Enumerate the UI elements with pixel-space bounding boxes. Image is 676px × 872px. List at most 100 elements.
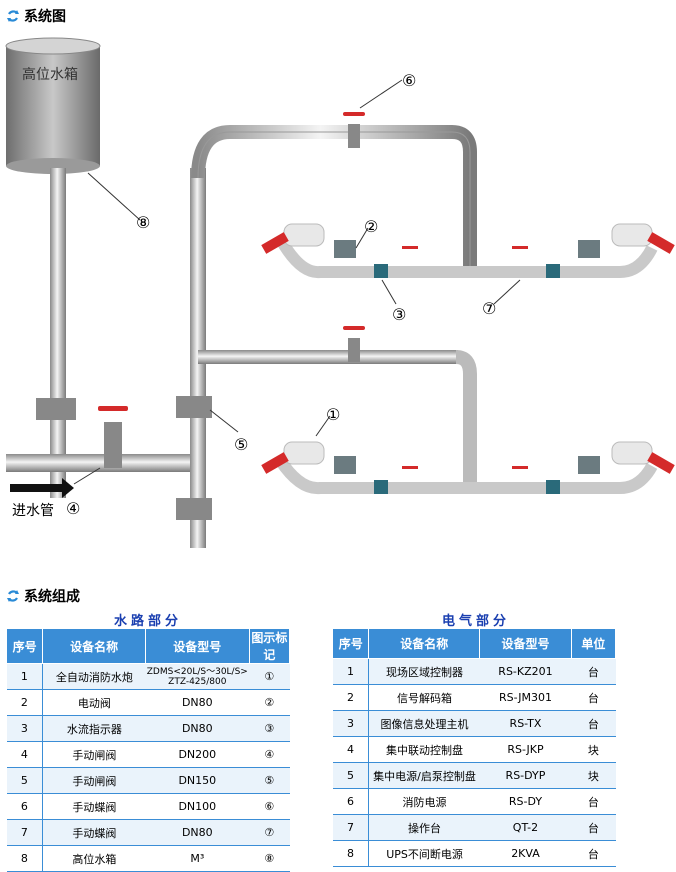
table-cell-idx: 3 <box>332 710 370 737</box>
table-cell-name: 手动闸阀 <box>42 741 146 768</box>
col-header: 序号 <box>331 628 370 659</box>
col-header: 设备型号 <box>144 628 250 664</box>
section-title-system-diagram: 系统图 <box>6 6 66 26</box>
col-header: 设备名称 <box>42 628 146 664</box>
table-cell-model: 2KVA <box>479 840 572 867</box>
table-cell-idx: 6 <box>6 793 44 820</box>
callout-2: ② <box>364 217 378 236</box>
refresh-icon <box>7 10 19 22</box>
table-cell-model: DN80 <box>145 715 250 742</box>
table-cell-idx: 8 <box>332 840 370 867</box>
table-cell-name: 集中电源/启泵控制盘 <box>368 762 480 789</box>
table-cell-mark: ⑤ <box>249 767 290 794</box>
table-cell-name: 图像信息处理主机 <box>368 710 480 737</box>
callout-1: ① <box>326 405 340 424</box>
col-header: 图示标记 <box>248 628 291 664</box>
table-cell-idx: 4 <box>6 741 44 768</box>
table-cell-idx: 3 <box>6 715 44 742</box>
table-cell-unit: 台 <box>571 710 616 737</box>
table-cell-model: DN150 <box>145 767 250 794</box>
lower-branch-pipe <box>275 456 658 495</box>
electric-valve-2 <box>334 240 356 258</box>
section-title-text: 系统图 <box>24 9 66 25</box>
refresh-icon <box>7 590 19 602</box>
callout-4: ④ <box>66 499 80 518</box>
table-cell-idx: 1 <box>332 658 370 685</box>
col-header: 单位 <box>570 628 617 659</box>
fire-cannon-lower-left <box>261 452 289 474</box>
table-cell-mark: ② <box>249 689 290 716</box>
table-cell-name: 全自动消防水炮 <box>42 663 146 690</box>
table-cell-name: 集中联动控制盘 <box>368 736 480 763</box>
table-cell-mark: ③ <box>249 715 290 742</box>
table-cell-model: RS-DYP <box>479 762 572 789</box>
tank-label: 高位水箱 <box>22 67 78 83</box>
table-cell-unit: 台 <box>571 658 616 685</box>
gate-valve-5 <box>176 396 212 418</box>
callout-6: ⑥ <box>402 71 416 90</box>
fire-cannon-upper-left <box>261 232 289 254</box>
table-cell-model: DN200 <box>145 741 250 768</box>
callout-5: ⑤ <box>234 435 248 454</box>
col-header: 设备名称 <box>368 628 481 659</box>
table-cell-name: 电动阀 <box>42 689 146 716</box>
col-header: 设备型号 <box>479 628 572 659</box>
water-section-heading: 水路部分 <box>114 614 183 629</box>
table-cell-model: ZDMS<20L/S～30L/S> ZTZ-425/800 <box>145 663 250 690</box>
water-flow-indicator-3 <box>374 264 388 278</box>
callout-3: ③ <box>392 305 406 324</box>
table-cell-unit: 台 <box>571 814 616 841</box>
table-cell-idx: 7 <box>6 819 44 846</box>
table-cell-model: RS-TX <box>479 710 572 737</box>
table-cell-model: DN80 <box>145 689 250 716</box>
table-cell-unit: 台 <box>571 684 616 711</box>
table-cell-mark: ⑦ <box>249 819 290 846</box>
table-cell-idx: 7 <box>332 814 370 841</box>
tank-down-pipe <box>50 168 66 498</box>
table-cell-idx: 5 <box>6 767 44 794</box>
table-cell-mark: ④ <box>249 741 290 768</box>
table-cell-name: 操作台 <box>368 814 480 841</box>
table-cell-model: QT-2 <box>479 814 572 841</box>
inlet-pipe-label: 进水管 <box>12 503 54 519</box>
table-cell-name: 手动闸阀 <box>42 767 146 794</box>
table-cell-name: UPS不间断电源 <box>368 840 480 867</box>
table-cell-idx: 6 <box>332 788 370 815</box>
upper-branch-pipe <box>274 235 658 279</box>
table-cell-idx: 5 <box>332 762 370 789</box>
gate-valve-4 <box>104 422 122 468</box>
table-cell-model: RS-JKP <box>479 736 572 763</box>
inlet-arrow-icon <box>10 478 74 498</box>
table-cell-model: RS-KZ201 <box>479 658 572 685</box>
table-cell-name: 现场区域控制器 <box>368 658 480 685</box>
table-cell-idx: 1 <box>6 663 44 690</box>
table-cell-mark: ① <box>249 663 290 690</box>
table-cell-name: 水流指示器 <box>42 715 146 742</box>
table-cell-idx: 4 <box>332 736 370 763</box>
table-cell-unit: 台 <box>571 788 616 815</box>
piping-system-diagram: ① ② ③ ④ ⑤ ⑥ ⑦ ⑧ <box>5 37 675 548</box>
table-cell-model: RS-JM301 <box>479 684 572 711</box>
table-cell-idx: 2 <box>332 684 370 711</box>
callout-8: ⑧ <box>136 213 150 232</box>
table-cell-name: 手动蝶阀 <box>42 793 146 820</box>
table-cell-model: DN80 <box>145 819 250 846</box>
section-title-text: 系统组成 <box>24 589 80 605</box>
table-cell-name: 手动蝶阀 <box>42 819 146 846</box>
table-cell-unit: 块 <box>571 762 616 789</box>
